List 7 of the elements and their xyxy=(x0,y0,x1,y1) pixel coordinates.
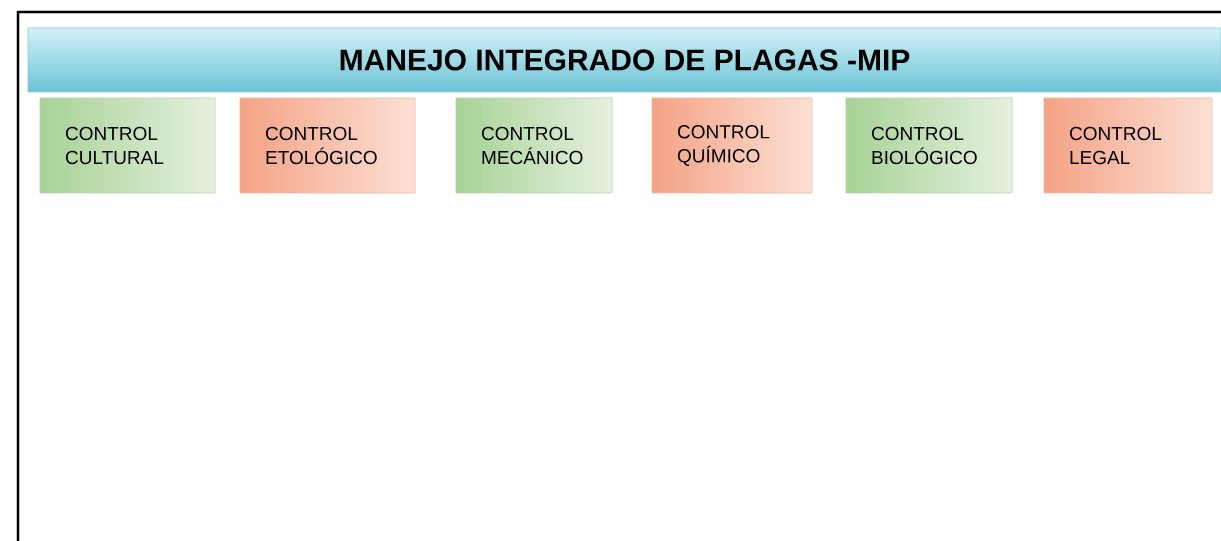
control-box: CONTROL ETOLÓGICO xyxy=(239,97,416,194)
control-box: CONTROL BIOLÓGICO xyxy=(845,97,1013,194)
control-box: CONTROL QUÍMICO xyxy=(651,97,813,194)
control-box: CONTROL MECÁNICO xyxy=(455,97,613,194)
control-box: CONTROL LEGAL xyxy=(1043,97,1213,194)
control-box: CONTROL CULTURAL xyxy=(39,97,216,194)
title-banner: MANEJO INTEGRADO DE PLAGAS -MIP xyxy=(27,27,1221,93)
